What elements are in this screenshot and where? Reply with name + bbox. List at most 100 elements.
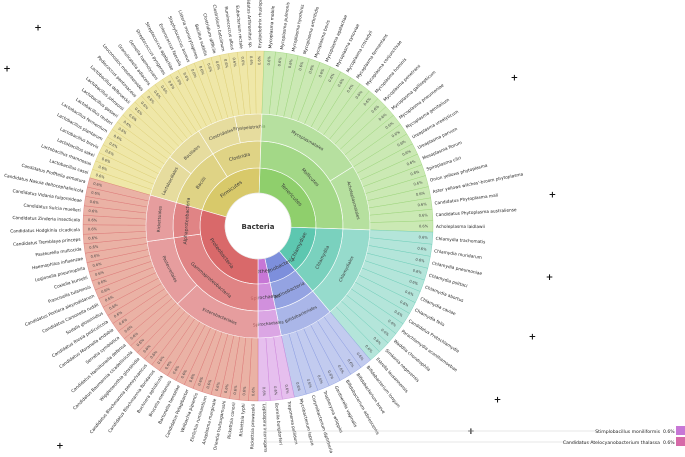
leaf-value: 0.6% bbox=[277, 57, 282, 67]
leaf-value: 0.6% bbox=[417, 202, 427, 207]
center-circle[interactable] bbox=[224, 192, 292, 260]
leaf-value: 0.6% bbox=[385, 121, 395, 130]
leaf-value: 0.6% bbox=[113, 310, 123, 319]
leaf-value: 0.6% bbox=[128, 113, 138, 122]
leaf-value: 0.6% bbox=[101, 287, 112, 294]
leaf-value: 0.6% bbox=[180, 369, 188, 379]
leaf-value: 0.6% bbox=[267, 56, 272, 66]
leaf-value: 0.6% bbox=[223, 59, 229, 69]
leaf-value: 0.6% bbox=[399, 300, 409, 308]
leaf-label: Acholeplasma laidlawii bbox=[436, 224, 485, 230]
leaf-value: 0.6% bbox=[153, 90, 162, 100]
plus-marker: + bbox=[34, 23, 42, 33]
leaf-value: 0.6% bbox=[109, 303, 119, 311]
leaf-value: 0.6% bbox=[88, 227, 98, 231]
class-label: Clostridia bbox=[228, 152, 251, 163]
leaf-value: 0.6% bbox=[316, 375, 323, 386]
leaf-label: Mycobacterium leprae bbox=[298, 398, 316, 447]
leaf-value: 0.6% bbox=[402, 149, 412, 157]
leaf-label: Rickettsia conorii bbox=[226, 402, 237, 439]
leaf-label: Mycoplasma hominis bbox=[374, 56, 409, 94]
plus-marker: + bbox=[546, 273, 554, 283]
leaf-value: 0.6% bbox=[175, 76, 183, 86]
leaf-wedges bbox=[82, 50, 434, 402]
leaf-value: 0.6% bbox=[363, 97, 372, 107]
plus-marker: + bbox=[467, 427, 475, 437]
plus-marker: + bbox=[3, 65, 11, 75]
leaf-value: 0.6% bbox=[346, 358, 355, 368]
leaf-value: 0.6% bbox=[104, 149, 114, 157]
leaf-value: 0.6% bbox=[108, 141, 118, 149]
outlier-value: 0.6% bbox=[663, 429, 675, 435]
leaf-value: 0.6% bbox=[288, 58, 294, 68]
leaf-value: 0.6% bbox=[372, 336, 382, 346]
leaf-value: 0.6% bbox=[249, 56, 253, 66]
leaf-label: Pasteurella multocida bbox=[35, 246, 82, 258]
leaf-value: 0.6% bbox=[262, 387, 266, 397]
leaf-label: Treponema pallidum bbox=[285, 400, 299, 445]
leaf-value: 0.6% bbox=[380, 328, 390, 337]
leaf-label: Chlamydia pneumoniae bbox=[431, 261, 483, 278]
leaf-value: 0.6% bbox=[258, 55, 262, 65]
leaf-value: 0.6% bbox=[391, 130, 401, 139]
leaf-value: 0.6% bbox=[206, 379, 213, 389]
outlier-label: Stimplobacillus moniliformis bbox=[595, 429, 660, 435]
leaf-label: Chlamydia muridarum bbox=[434, 248, 482, 261]
leaf-label: Borrelia burgdorferi bbox=[273, 403, 283, 445]
leaf-value: 0.6% bbox=[328, 72, 336, 82]
leaf-value: 0.6% bbox=[337, 364, 345, 374]
outlier-swatch[interactable] bbox=[676, 426, 685, 435]
leaf-value: 0.6% bbox=[371, 104, 381, 114]
leaf-value: 0.6% bbox=[409, 279, 419, 286]
class-label: Alphaproteobacteria bbox=[183, 197, 192, 244]
leaf-value: 0.6% bbox=[413, 180, 423, 186]
leaf-value: 0.6% bbox=[142, 344, 151, 354]
leaf-value: 0.6% bbox=[89, 245, 99, 250]
leaf-value: 0.6% bbox=[164, 360, 173, 370]
leaf-label: Candidatus Hodgkinia cicadicola bbox=[10, 227, 80, 234]
leaf-label: Candidatus Sulcia muelleri bbox=[23, 203, 81, 214]
leaf-value: 0.6% bbox=[190, 68, 197, 79]
leaf-label: Chlamydia trachomatis bbox=[435, 236, 486, 246]
leaf-label: Waddlia chondrophila bbox=[392, 339, 432, 374]
leaf-value: 0.6% bbox=[337, 77, 345, 87]
leaf-value: 0.6% bbox=[92, 262, 102, 268]
leaf-label: Leptospira interrogans bbox=[261, 404, 269, 453]
leaf-value: 0.6% bbox=[206, 63, 213, 73]
leaf-value: 0.6% bbox=[189, 372, 197, 383]
leaf-value: 0.6% bbox=[242, 386, 247, 396]
leaf-value: 0.6% bbox=[393, 310, 403, 319]
family-arc[interactable] bbox=[145, 194, 177, 242]
leaf-label: Bifidobacterium longum bbox=[365, 365, 402, 409]
leaf-label: Rickettsia typhi bbox=[238, 403, 247, 437]
outlier-swatch[interactable] bbox=[676, 437, 685, 446]
outlier-label: Candidatus Atelocyanobacterium thalassa bbox=[563, 440, 660, 446]
leaf-value: 0.6% bbox=[124, 324, 134, 333]
leaf-value: 0.6% bbox=[172, 364, 180, 374]
leaf-value: 0.6% bbox=[306, 379, 313, 389]
leaf-label: Bifidobacterium adolescentis bbox=[344, 379, 381, 437]
leaf-value: 0.6% bbox=[88, 218, 98, 222]
leaf-value: 0.6% bbox=[415, 258, 425, 264]
leaf-value: 0.6% bbox=[93, 182, 103, 188]
leaf-value: 0.6% bbox=[89, 200, 99, 205]
leaf-label: Eubacterium rectale bbox=[234, 5, 244, 49]
plus-marker: + bbox=[549, 191, 557, 201]
leaf-value: 0.6% bbox=[240, 56, 245, 66]
leaf-value: 0.6% bbox=[417, 246, 427, 251]
leaf-value: 0.6% bbox=[167, 80, 175, 90]
leaf-label: Candidatus Tremblaya princeps bbox=[13, 237, 82, 248]
leaf-label: Mycoplasma pulmonis bbox=[279, 1, 291, 50]
leaf-label: Candidatus Zinderia insecticola bbox=[12, 215, 80, 223]
leaf-value: 0.6% bbox=[197, 376, 204, 386]
leaf-value: 0.6% bbox=[295, 382, 301, 392]
leaf-label: Candidatus Arthromitus sp. bbox=[245, 0, 253, 48]
leaf-value: 0.6% bbox=[97, 279, 107, 286]
leaf-label: Mycoplasma hyorhinis bbox=[291, 3, 306, 52]
outlier-value: 0.6% bbox=[663, 440, 675, 446]
phylum-label: Other bbox=[255, 268, 271, 276]
leaf-value: 0.6% bbox=[90, 253, 100, 259]
